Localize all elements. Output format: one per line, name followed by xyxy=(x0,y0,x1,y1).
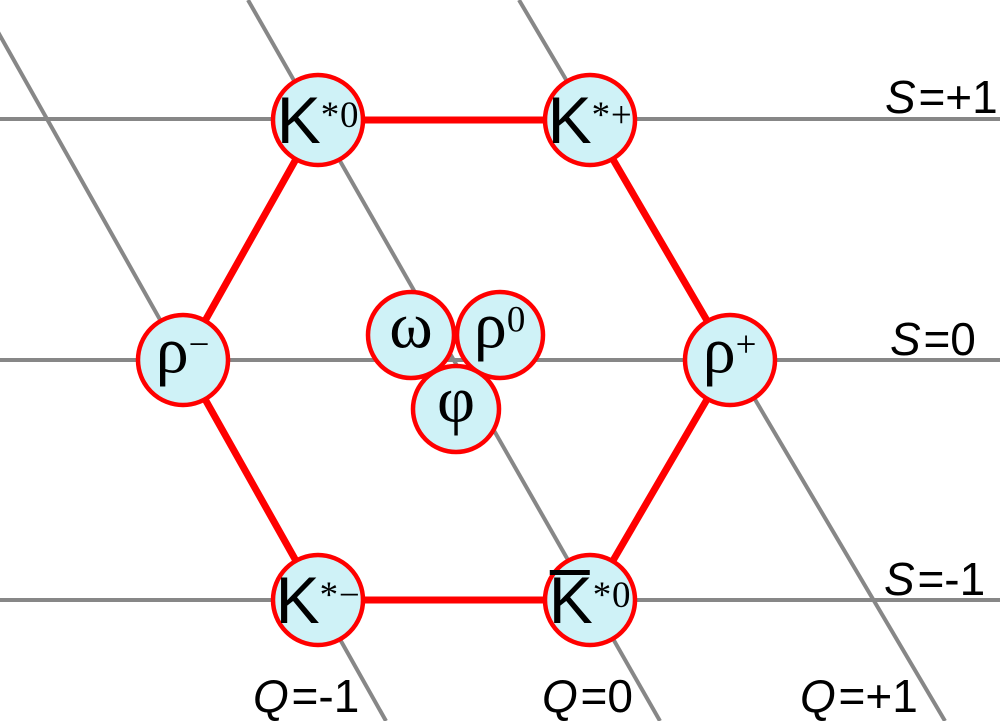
particle-symbol: ρ xyxy=(702,314,736,388)
particle-k-bar-star-0: K*0 xyxy=(549,567,631,633)
charge-value: =+1 xyxy=(838,670,918,721)
particle-rho-minus: ρ− xyxy=(156,318,211,384)
particle-superscript: *− xyxy=(319,574,361,616)
particle-rho-0: ρ0 xyxy=(474,293,526,359)
strangeness-value: =+1 xyxy=(918,71,998,123)
particle-k-star-minus: K*− xyxy=(276,567,361,633)
charge-value: =0 xyxy=(580,670,633,721)
phi-circle xyxy=(410,363,502,455)
omega-circle xyxy=(365,289,457,381)
particle-superscript: + xyxy=(735,323,758,365)
k-star-0-circle xyxy=(270,72,366,168)
particle-superscript: 0 xyxy=(506,298,527,340)
particle-k-star-0: K*0 xyxy=(277,87,359,153)
strangeness-symbol: S xyxy=(885,71,916,123)
particle-symbol: ρ xyxy=(155,314,189,388)
particle-symbol: K xyxy=(275,563,320,637)
particle-symbol: φ xyxy=(436,363,476,437)
strangeness-symbol: S xyxy=(890,313,921,365)
particle-symbol: ρ xyxy=(473,289,507,363)
charge-label-plus1: Q=+1 xyxy=(800,673,918,719)
particle-circles xyxy=(135,72,778,648)
particle-rho-plus: ρ+ xyxy=(703,318,758,384)
rho-plus-circle xyxy=(682,312,778,408)
strangeness-label-zero: S=0 xyxy=(890,316,976,362)
charge-label-minus1: Q=-1 xyxy=(253,673,359,719)
particle-superscript: − xyxy=(188,323,211,365)
particle-symbol: ω xyxy=(389,289,433,363)
strangeness-value: =-1 xyxy=(917,553,986,605)
k-star-plus-circle xyxy=(542,72,638,168)
charge-label-zero: Q=0 xyxy=(542,673,633,719)
particle-symbol-with-overbar: K xyxy=(548,563,593,637)
charge-symbol: Q xyxy=(542,670,578,721)
k-star-minus-circle xyxy=(270,552,366,648)
particle-phi: φ xyxy=(437,367,475,433)
strangeness-symbol: S xyxy=(884,553,915,605)
particle-symbol: K xyxy=(547,83,592,157)
particle-k-star-plus: K*+ xyxy=(548,87,633,153)
particle-superscript: *0 xyxy=(592,574,632,616)
strangeness-value: =0 xyxy=(923,313,976,365)
particle-superscript: *+ xyxy=(591,94,633,136)
particle-omega: ω xyxy=(389,293,432,359)
strangeness-label-minus1: S=-1 xyxy=(884,556,985,602)
strangeness-label-plus1: S=+1 xyxy=(885,74,998,120)
charge-value: =-1 xyxy=(291,670,360,721)
particle-superscript: *0 xyxy=(320,94,360,136)
rho-minus-circle xyxy=(135,312,231,408)
charge-symbol: Q xyxy=(253,670,289,721)
rho-0-circle xyxy=(454,289,546,381)
charge-symbol: Q xyxy=(800,670,836,721)
particle-symbol: K xyxy=(276,83,321,157)
